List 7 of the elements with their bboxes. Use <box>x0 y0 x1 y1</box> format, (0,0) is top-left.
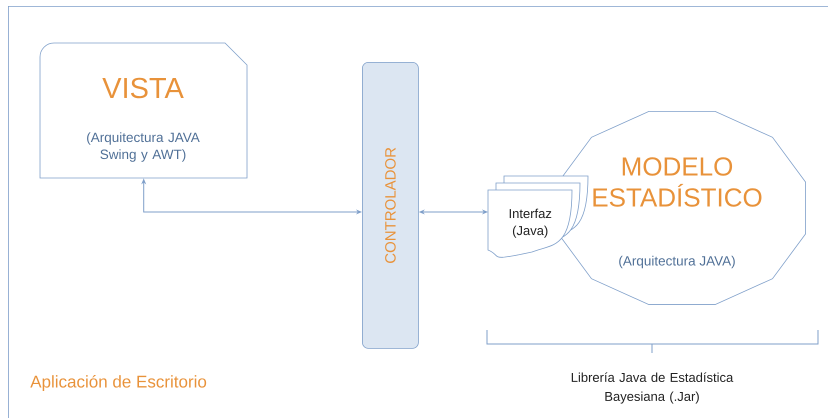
view-box: VISTA (Arquitectura JAVA Swing y AWT) <box>40 42 248 178</box>
frame-title: Aplicación de Escritorio <box>30 374 206 391</box>
controller-bar: CONTROLADOR <box>362 62 419 349</box>
frame <box>8 6 828 418</box>
document-stack: Interfaz (Java) <box>488 176 588 258</box>
library-note: Librería Java de Estadística Bayesiana (.Jar) <box>572 372 734 404</box>
model-polygon: MODELO ESTADÍSTICO (Arquitectura JAVA) <box>558 111 806 305</box>
